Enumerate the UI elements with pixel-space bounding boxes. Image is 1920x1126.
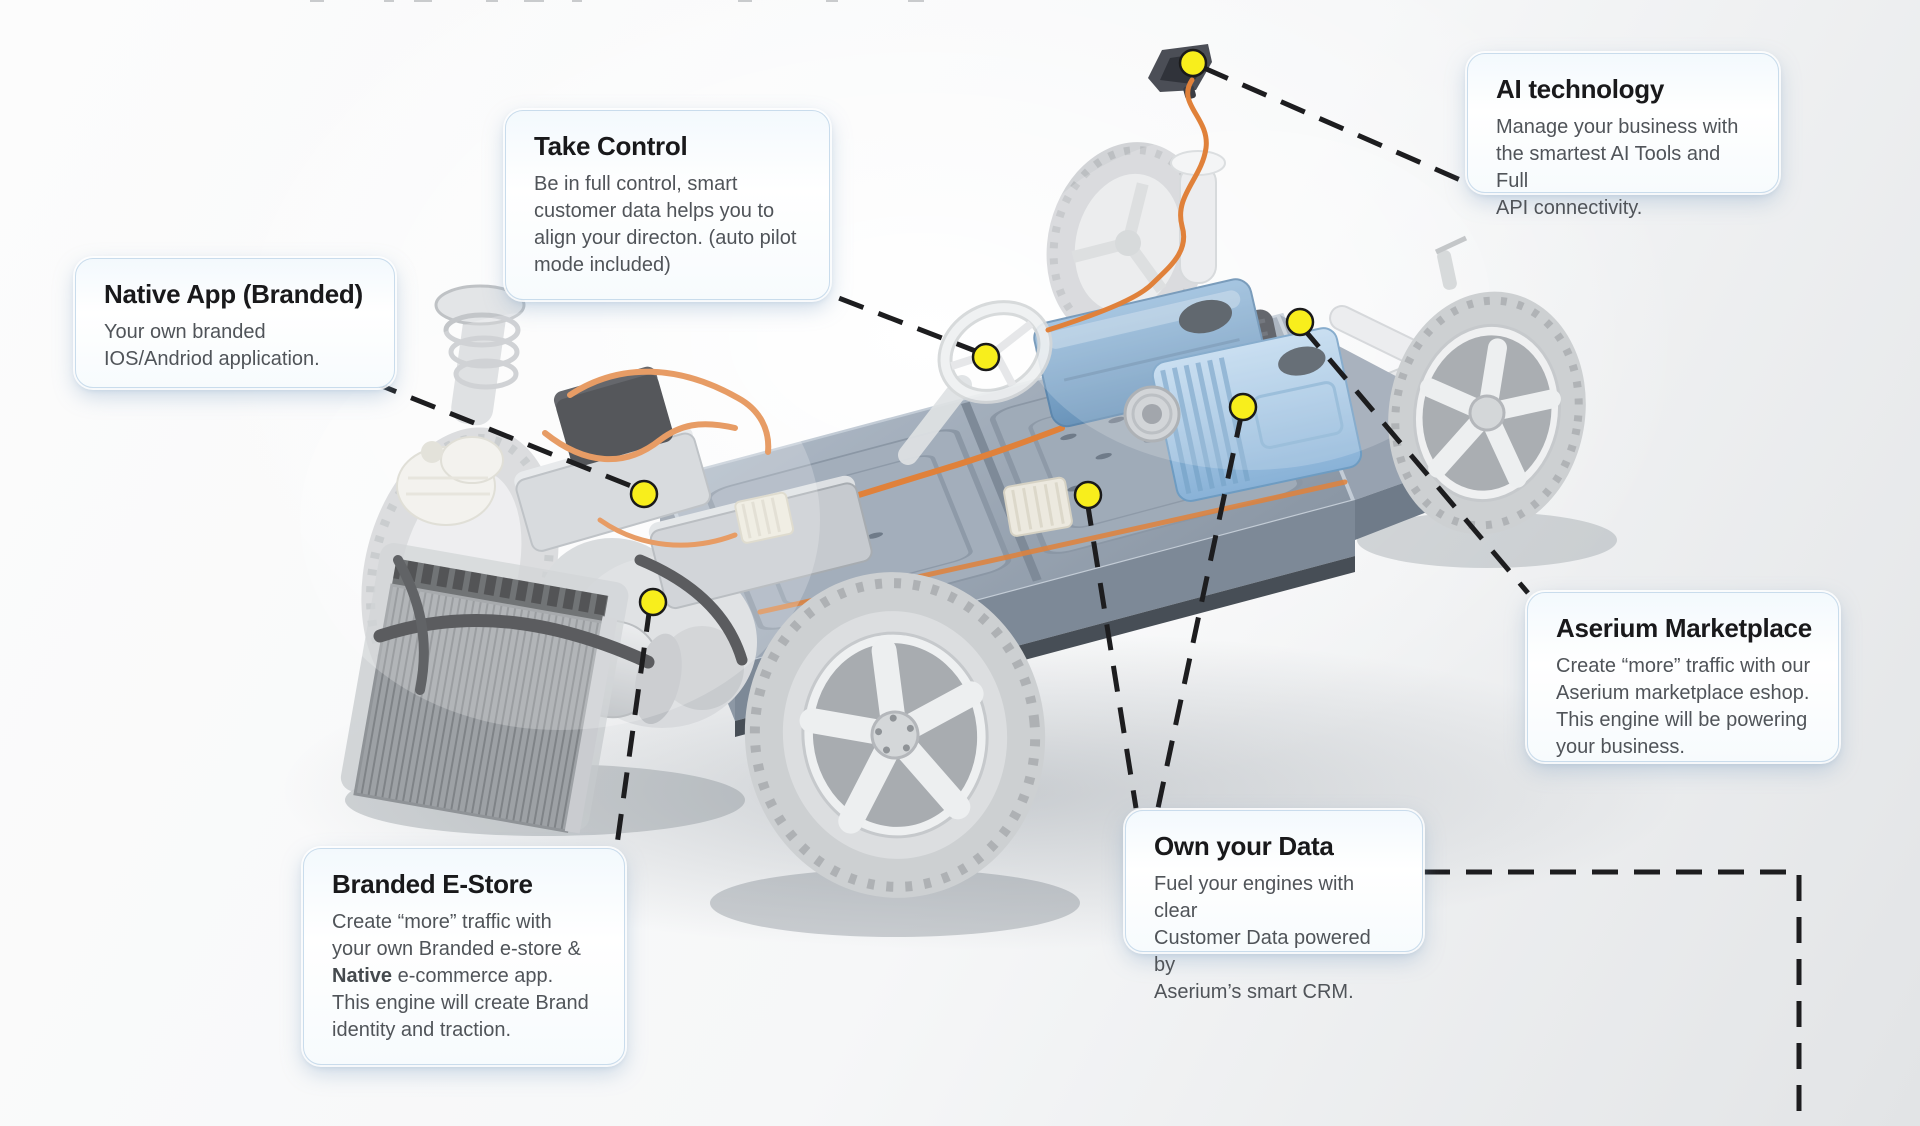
front-suspension [434, 284, 526, 426]
leader-line-own-data-battery [1084, 499, 1139, 809]
leader-line-ai-technology [1202, 65, 1467, 185]
leader-lines [371, 65, 1802, 1122]
callout-title: Aserium Marketplace [1556, 613, 1812, 643]
cropped-text-remnant [310, 0, 924, 2]
callout-ai-technology: AI technology Manage your business with … [1467, 53, 1779, 219]
callout-title: Native App (Branded) [104, 279, 363, 309]
leader-line-own-data-inverter [1155, 411, 1245, 809]
leader-line-marketplace [1300, 325, 1530, 595]
marker-dot-ecu [629, 479, 659, 509]
callout-body-post: e-commerce app. This engine will create … [332, 965, 589, 1041]
callout-body: Create “more” traffic with your own Bran… [332, 909, 598, 1044]
leader-line-bottom-right [1424, 869, 1802, 1122]
callout-own-your-data: Own your Data Fuel your engines with cle… [1125, 810, 1423, 1003]
marker-dot-inverter [1228, 392, 1258, 422]
callout-take-control: Take Control Be in full control, smart c… [505, 110, 830, 300]
callout-title: Take Control [534, 131, 688, 161]
coolant-reservoir [396, 436, 504, 526]
engine-cables-orange [542, 368, 772, 548]
body-ghost-front [300, 310, 820, 730]
callout-body: Create “more” traffic with our Aserium m… [1556, 655, 1811, 758]
marker-dot-steering [971, 342, 1001, 372]
inverter-box-blue [1151, 327, 1363, 502]
callout-body: Your own branded IOS/Andriod application… [104, 321, 320, 370]
callout-aserium-marketplace: Aserium Marketplace Create “more” traffi… [1527, 592, 1839, 762]
hoses-black [373, 554, 748, 695]
marker-dot-motor [638, 587, 668, 617]
radiator [340, 543, 629, 834]
ecu-box-black [553, 366, 674, 467]
callout-native-app: Native App (Branded) Your own branded IO… [75, 258, 395, 388]
steering-wheel [898, 300, 1053, 465]
callout-body: Be in full control, smart customer data … [534, 173, 797, 276]
relay-box-cream-front [734, 491, 795, 544]
callout-body-pre: Create “more” traffic with your own Bran… [332, 911, 582, 960]
marker-dot-mirror [1178, 48, 1208, 78]
marker-dot-rear-axle [1285, 307, 1315, 337]
alternator [1123, 385, 1181, 443]
callout-body: Manage your business with the smartest A… [1496, 116, 1739, 219]
callout-title: AI technology [1496, 74, 1664, 104]
callout-body-bold: Native [332, 965, 393, 987]
callout-branded-estore: Branded E-Store Create “more” traffic wi… [303, 848, 625, 1065]
callout-body: Fuel your engines with clear Customer Da… [1154, 873, 1371, 1003]
callout-title: Branded E-Store [332, 869, 533, 899]
marker-dots [629, 48, 1315, 617]
wheel-rear-near [1388, 291, 1586, 535]
wheel-front-near [744, 572, 1046, 898]
body-ghost-rear [1010, 130, 1490, 470]
marker-dot-battery [1073, 480, 1103, 510]
callout-title: Own your Data [1154, 831, 1334, 861]
relay-box-cream-rear [1003, 476, 1073, 537]
leader-line-native-app [371, 379, 637, 491]
mirror-cable-orange [1045, 77, 1209, 333]
leader-line-take-control [799, 280, 979, 355]
